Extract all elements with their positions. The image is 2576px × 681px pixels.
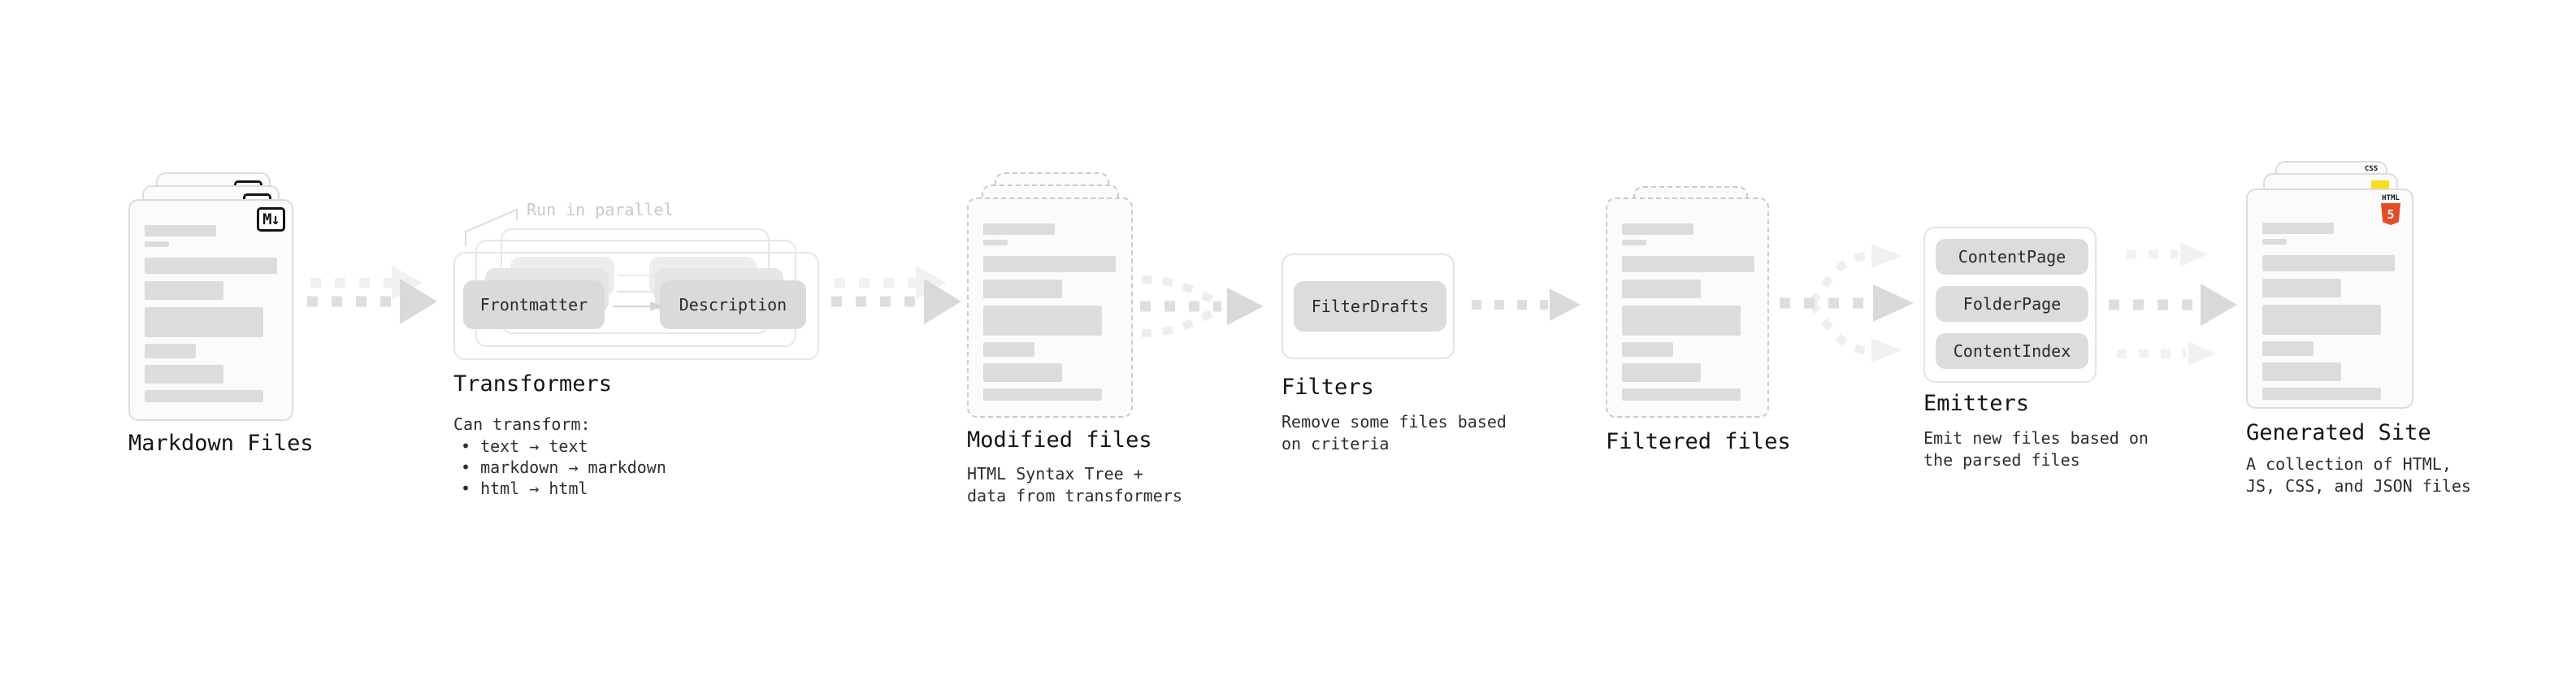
stage-label-generated-site: Generated Site <box>2246 420 2431 445</box>
placeholder-bar <box>145 281 223 300</box>
transformers-bullet: • markdown → markdown <box>461 458 666 477</box>
placeholder-bar <box>2262 239 2287 245</box>
placeholder-bar <box>145 258 277 274</box>
placeholder-bar <box>983 363 1062 382</box>
placeholder-bar <box>2262 388 2381 400</box>
flow-arrow-icon <box>307 266 437 324</box>
stage-label-modified-files: Modified files <box>967 427 1152 453</box>
generated-site-desc: A collection of HTML, JS, CSS, and JSON … <box>2246 454 2471 496</box>
stage-label-filters: Filters <box>1281 375 1374 400</box>
emitters-desc: Emit new files based on the parsed files <box>1923 428 2149 470</box>
placeholder-bar <box>983 256 1116 272</box>
html5-icon: HTML 5 <box>2381 194 2400 225</box>
text-placeholder-bars <box>983 223 1116 401</box>
placeholder-bar <box>983 223 1055 235</box>
flow-triple-arrow-icon <box>2109 242 2237 366</box>
flow-arrow-icon <box>831 266 961 324</box>
run-in-parallel-annotation: Run in parallel <box>527 200 674 219</box>
html5-icon-shield: 5 <box>2381 203 2400 225</box>
placeholder-bar <box>1622 256 1754 272</box>
text-placeholder-bars <box>145 225 277 402</box>
placeholder-bar <box>1622 306 1741 336</box>
placeholder-bar <box>145 307 263 337</box>
placeholder-bar <box>2262 362 2341 381</box>
filter-pill-filterdrafts: FilterDrafts <box>1294 281 1446 332</box>
placeholder-bar <box>983 388 1102 401</box>
placeholder-bar <box>983 306 1102 336</box>
placeholder-bar <box>145 390 263 402</box>
stage-label-transformers: Transformers <box>453 371 613 397</box>
document-card: M↓ <box>128 199 293 421</box>
placeholder-bar <box>1622 342 1673 357</box>
transformers-bullet: • text → text <box>461 436 588 456</box>
filters-box: FilterDrafts <box>1281 254 1455 359</box>
emitters-box: ContentPage FolderPage ContentIndex <box>1923 227 2097 383</box>
placeholder-bar <box>145 365 223 384</box>
stage-label-emitters: Emitters <box>1923 391 2030 416</box>
placeholder-bar <box>1622 280 1701 298</box>
document-card-dashed <box>1606 197 1769 418</box>
javascript-icon <box>2371 180 2389 189</box>
placeholder-bar <box>145 225 216 236</box>
flow-diverge-arrow-icon <box>1780 244 1914 362</box>
emitter-pill-folderpage: FolderPage <box>1936 286 2088 322</box>
placeholder-bar <box>983 240 1008 245</box>
transformer-pill-description: Description <box>660 280 806 329</box>
text-placeholder-bars <box>2262 223 2395 400</box>
emitter-pill-contentindex: ContentIndex <box>1936 333 2088 369</box>
placeholder-bar <box>983 280 1062 298</box>
document-card-dashed <box>967 197 1133 418</box>
emitter-pill-contentpage: ContentPage <box>1936 239 2088 275</box>
document-card: HTML 5 <box>2246 189 2413 409</box>
html5-icon-number: 5 <box>2387 206 2395 222</box>
stage-label-filtered-files: Filtered files <box>1606 429 1791 454</box>
html5-icon-label: HTML <box>2382 194 2400 202</box>
modified-files-desc: HTML Syntax Tree + data from transformer… <box>967 464 1182 505</box>
placeholder-bar <box>145 344 196 358</box>
text-placeholder-bars <box>1622 223 1754 401</box>
placeholder-bar <box>2262 305 2381 335</box>
flow-arrow-icon <box>1472 288 1581 321</box>
placeholder-bar <box>1622 388 1741 401</box>
markdown-icon: M↓ <box>257 207 285 232</box>
stage-label-markdown-files: Markdown Files <box>128 431 314 456</box>
transformer-run-layer: Frontmatter Description <box>453 252 819 360</box>
placeholder-bar <box>1622 223 1693 235</box>
placeholder-bar <box>2262 341 2314 356</box>
placeholder-bar <box>1622 240 1646 245</box>
css-icon-label: CSS <box>2364 165 2379 173</box>
placeholder-bar <box>145 241 169 247</box>
arrow-right-icon <box>613 301 663 311</box>
transformer-pill-frontmatter: Frontmatter <box>463 280 605 329</box>
callout-line <box>465 208 518 246</box>
filters-desc: Remove some files based on criteria <box>1281 412 1507 453</box>
placeholder-bar <box>2262 255 2395 271</box>
placeholder-bar <box>983 342 1034 357</box>
placeholder-bar <box>2262 223 2334 234</box>
placeholder-bar <box>1622 363 1701 382</box>
transformers-desc-title: Can transform: <box>453 414 591 434</box>
placeholder-bar <box>2262 279 2341 297</box>
flow-converge-arrow-icon <box>1140 275 1264 337</box>
transformers-bullet: • html → html <box>461 479 588 498</box>
